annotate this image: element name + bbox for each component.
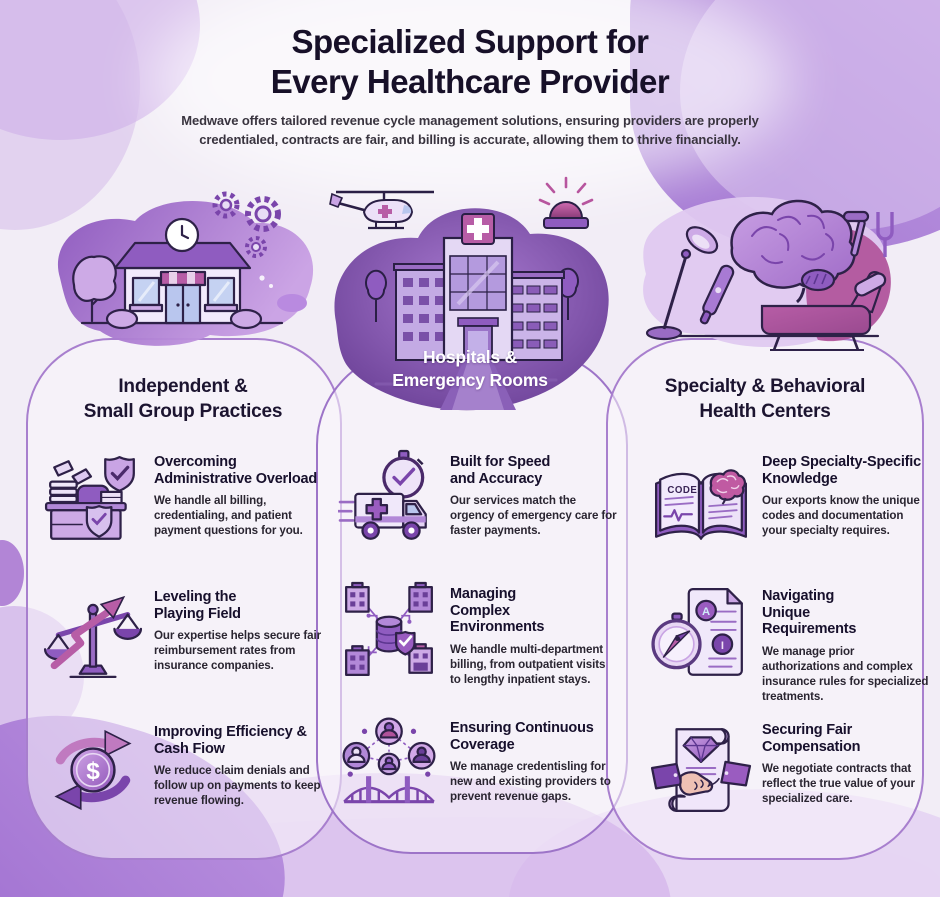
storefront-illustration: [30, 183, 330, 358]
feature-title: Managing Complex Environments: [450, 586, 545, 636]
feature-leveling-the-playing-field: Leveling the Playing Field Our expertise…: [42, 583, 330, 687]
therapy-couch-icon: [760, 271, 887, 351]
feature-ensuring-continuous-coverage: Ensuring Continuous Coverage We manage c…: [338, 714, 626, 818]
feature-body: Our expertise helps secure fair reimburs…: [154, 629, 322, 673]
code-book-brain-icon: CODE: [650, 448, 752, 552]
feature-built-for-speed-accuracy: Built for Speed and Accuracy Our service…: [338, 448, 626, 552]
page-title: Specialized Support for Every Healthcare…: [0, 22, 940, 103]
buildings-database-network-icon: [338, 580, 440, 684]
column-header-hospitals: Hospitals & Emergency Rooms: [348, 346, 592, 393]
handshake-contract-diamond-icon: [650, 716, 752, 820]
feature-managing-complex-environments: Managing Complex Environments We handle …: [338, 580, 626, 687]
feature-title: Securing Fair Compensation: [762, 722, 861, 755]
storefront-illustration-svg: [57, 191, 314, 346]
column-header-line2: Small Group Practices: [83, 401, 283, 423]
dollar-cycle-arrows-icon: $: [42, 718, 144, 822]
svg-text:A: A: [702, 606, 710, 618]
page-subtitle: Medwave offers tailored revenue cycle ma…: [181, 113, 759, 147]
column-header-line1: Independent &: [118, 376, 248, 397]
compass-document-icon: A I: [650, 582, 752, 686]
feature-body: Our services match the orgency of emerge…: [450, 494, 617, 538]
page-title-line1: Specialized Support for: [291, 23, 649, 60]
behavioral-health-illustration: [612, 186, 912, 358]
column-header-line2: Emergency Rooms: [392, 370, 548, 391]
column-header-line1: Specialty & Behavioral: [664, 376, 866, 397]
feature-body: We manage credentisling for new and exis…: [450, 760, 611, 804]
desk-paperwork-shield-icon: [42, 448, 144, 552]
column-header-independent-practices: Independent & Small Group Practices: [40, 374, 326, 424]
siren-icon: [538, 176, 594, 229]
column-header-line1: Hospitals &: [422, 347, 518, 367]
feature-body: We handle multi-department billing, from…: [450, 642, 606, 686]
column-header-specialty-centers: Specialty & Behavioral Health Centers: [622, 374, 908, 424]
feature-body: We reduce claim denials and follow up on…: [154, 764, 321, 808]
helicopter-icon: [329, 190, 434, 230]
provider-network-bridge-icon: [338, 714, 440, 818]
page-title-line2: Every Healthcare Provider: [270, 63, 670, 101]
feature-title: Leveling the Playing Field: [154, 589, 241, 622]
behavioral-health-illustration-svg: [643, 196, 894, 351]
background-blob-left-edge: [0, 540, 24, 606]
balance-scale-arrow-icon: [42, 583, 144, 687]
feature-title: Improving Efficiency & Cash Fiow: [154, 724, 307, 757]
column-header-line2: Health Centers: [699, 401, 831, 423]
feature-body: We negotiate contracts that reflect the …: [762, 762, 915, 806]
feature-securing-fair-compensation: Securing Fair Compensation We negotiate …: [650, 716, 938, 820]
feature-overcoming-administrative-overload: Overcoming Administrative Overload We ha…: [42, 448, 330, 552]
feature-title: Built for Speed and Accuracy: [450, 454, 551, 487]
feature-title: Navigating Unique Requirements: [762, 588, 857, 638]
feature-improving-efficiency-cash-flow: $ Improving Efficiency & Cash Fiow We re…: [42, 718, 330, 822]
feature-deep-specialty-knowledge: CODE Deep Specialty-Specific Knowledge O…: [650, 448, 938, 552]
feature-title: Ensuring Continuous Coverage: [450, 720, 594, 753]
feature-title: Overcoming Administrative Overload: [154, 454, 318, 487]
feature-body: Our exports know the unique codes and do…: [762, 494, 920, 538]
svg-text:$: $: [86, 758, 100, 785]
feature-title: Deep Specialty-Specific Knowledge: [762, 454, 921, 487]
feature-navigating-unique-requirements: A I Navigating Unique Requirements We ma…: [650, 582, 938, 704]
svg-text:I: I: [721, 640, 724, 652]
ambulance-stopwatch-icon: [338, 448, 440, 552]
hospital-illustration: [318, 172, 622, 420]
feature-body: We handle all billing, credentialing, an…: [154, 494, 303, 538]
svg-text:CODE: CODE: [667, 485, 697, 496]
medical-pen-icon: [699, 264, 735, 325]
feature-body: We manage prior authorizations and compl…: [762, 644, 929, 703]
hospital-illustration-svg: [329, 176, 609, 411]
